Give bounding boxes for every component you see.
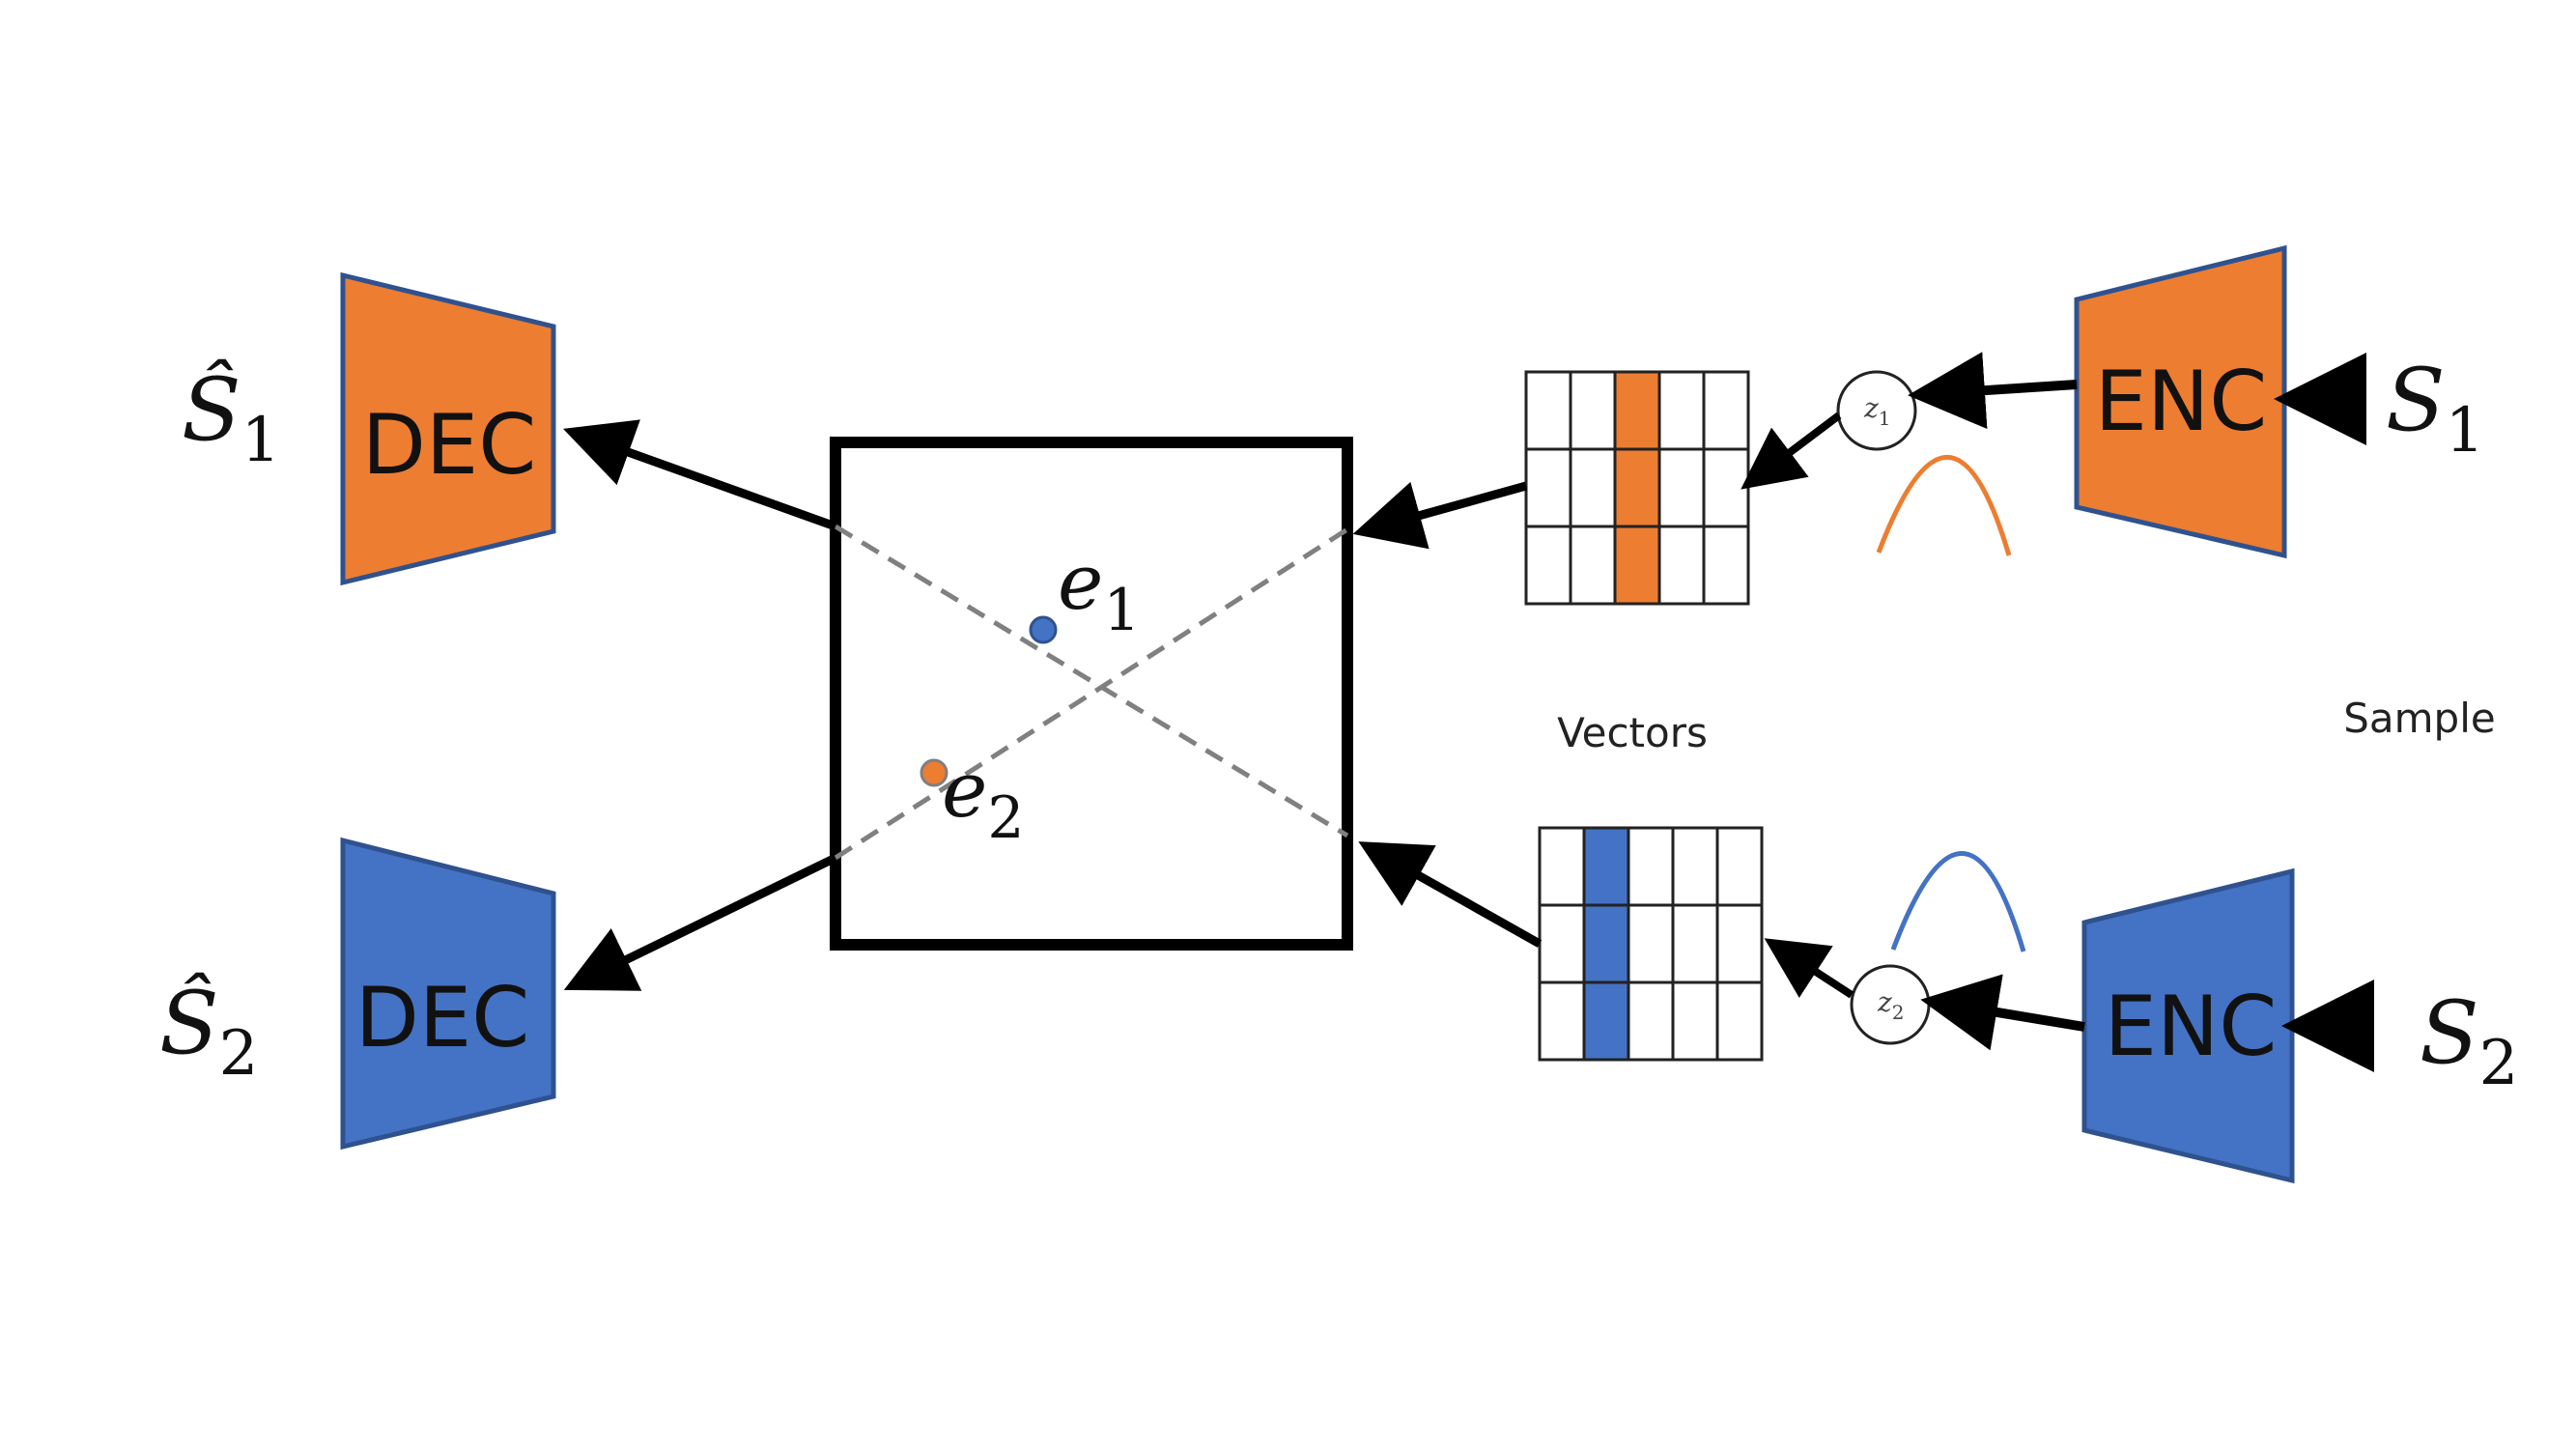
e2-point	[920, 758, 948, 787]
encoder-top-label: ENC	[2095, 354, 2268, 450]
arrow-square-to-dec-bottom	[563, 853, 837, 991]
encoder-top-block	[2074, 244, 2287, 559]
e1-point	[1029, 615, 1058, 644]
arrow-grid-bottom-to-square	[1358, 841, 1543, 948]
dashed-line-2	[834, 526, 1349, 861]
arrow-z1-to-grid	[1741, 412, 1842, 490]
z1-label: z1	[1863, 392, 1891, 430]
input-s2-label: S2	[2420, 982, 2518, 1099]
arrow-enc-to-z1	[1908, 352, 2078, 430]
e2-label: e2	[942, 745, 1025, 852]
decoder-top-block	[340, 271, 556, 586]
distribution-curve-bottom	[1890, 851, 2026, 952]
z2-label: z2	[1877, 986, 1905, 1024]
encoder-bottom-block	[2081, 867, 2295, 1184]
arrow-z2-to-grid	[1764, 938, 1854, 999]
encoder-bottom-label: ENC	[2105, 979, 2278, 1075]
distribution-curve-top	[1876, 455, 2012, 556]
arrow-square-to-dec-top	[563, 419, 837, 531]
dashed-line-1	[834, 524, 1349, 838]
output-s2-hat-label: Ŝ2	[159, 972, 258, 1090]
arrow-grid-top-to-square	[1352, 481, 1528, 550]
decoder-bottom-label: DEC	[355, 970, 530, 1066]
embedding-space-box	[830, 437, 1353, 951]
vector-grid-bottom	[1538, 826, 1764, 1062]
output-s1-hat-label: Ŝ1	[182, 358, 280, 476]
e1-label: e1	[1058, 537, 1141, 644]
decoder-bottom-block	[340, 837, 556, 1151]
input-s1-label: S1	[2386, 350, 2484, 467]
sample-label: Sample	[2343, 695, 2495, 742]
vectors-label: Vectors	[1557, 709, 1708, 756]
decoder-top-label: DEC	[362, 397, 537, 494]
vector-grid-top	[1524, 370, 1750, 606]
arrow-enc-to-z2	[1920, 974, 2085, 1051]
